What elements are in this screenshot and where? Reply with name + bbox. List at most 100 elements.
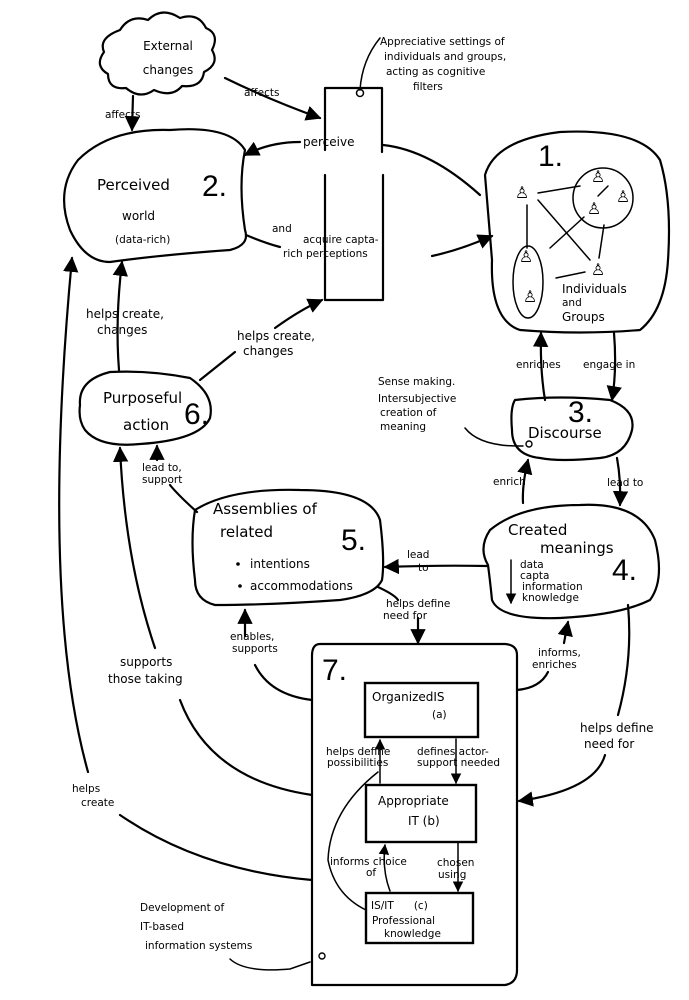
edge-meanings-enrich-discourse [517, 458, 533, 505]
individuals-line1: Individuals [562, 282, 627, 296]
person-icon: ♙ [519, 247, 533, 266]
label-affects-top: affects [244, 87, 280, 99]
node-4-created-meanings: Created meanings 4. data capta informati… [482, 503, 661, 620]
edge-assemblies-helps-define-top [376, 585, 400, 602]
discourse-label: Discourse [528, 424, 602, 442]
edge-action-creates-filter-high [273, 298, 324, 330]
created-meanings-line2: meanings [540, 539, 614, 557]
label-acquire-line3: rich perceptions [283, 248, 368, 260]
node-7-number: 7. [322, 654, 347, 687]
person-icon: ♙ [616, 187, 630, 206]
label-helps-create-bottom-2: create [81, 797, 114, 809]
sense-note-line1: Sense making. [378, 376, 455, 388]
dev-note-line3: information systems [145, 940, 252, 952]
hierarchy-information: information [522, 581, 583, 593]
person-icon: ♙ [587, 199, 601, 218]
bullet-icon [238, 584, 242, 588]
label-defines-actor-1: defines actor- [417, 746, 489, 758]
assemblies-line2: related [220, 523, 273, 541]
hierarchy-knowledge: knowledge [522, 592, 579, 604]
node-external-changes: External changes [98, 11, 217, 96]
label-enriches: enriches [516, 359, 561, 371]
edge-is-enables-assemblies-low [253, 663, 314, 702]
label-lead-to-support-line2: support [142, 474, 182, 486]
label-helps-create-left-line2: changes [97, 323, 147, 337]
label-lead-4-5-line1: lead [407, 549, 429, 561]
sense-note-line4: meaning [380, 421, 426, 433]
purposeful-action-line1: Purposeful [103, 389, 182, 407]
external-changes-line1: External [143, 39, 193, 53]
box-is-it-professional [364, 891, 475, 945]
edge-is-helps-create-world-high [58, 256, 90, 774]
label-helps-create-mid-line2: changes [243, 344, 293, 358]
node-3-discourse: 3. Discourse [510, 396, 634, 462]
node-6-number: 6. [184, 398, 209, 431]
label-helps-create-mid-line1: helps create, [237, 329, 315, 343]
edge-action-creates-filter-low [198, 350, 237, 382]
filter-note-line1: Appreciative settings of [380, 36, 505, 48]
label-acquire-and: and [272, 223, 292, 235]
dev-note-pointer-dot [318, 952, 326, 960]
created-meanings-line1: Created [508, 521, 567, 539]
edge-is-informs-meanings-high [557, 620, 573, 645]
edge-individuals-engage-discourse [606, 331, 622, 402]
label-informs-choice-1: informs choice [330, 856, 407, 868]
edge-meanings-helps-define-low [616, 603, 631, 717]
sense-note-pointer-dot [525, 440, 533, 448]
note-sense-making: Sense making. Intersubjective creation o… [378, 376, 533, 448]
sense-note-line3: creation of [380, 407, 437, 419]
is-it-line3: knowledge [384, 928, 441, 940]
edge-external-to-filter [223, 76, 322, 121]
edge-is-supports-action-low [178, 698, 314, 797]
edge-professional-informs-it [378, 843, 391, 892]
person-icon: ♙ [591, 260, 605, 279]
edge-acquire-right [430, 234, 494, 258]
group-circle-bottom [512, 245, 544, 319]
node-4-number: 4. [612, 554, 637, 587]
person-icons: ♙ ♙ ♙ ♙ ♙ ♙ ♙ [515, 167, 630, 306]
note-appreciative-settings: Appreciative settings of individuals and… [380, 36, 506, 93]
hierarchy-data: data [520, 559, 544, 571]
perceived-world-line2: world [122, 209, 155, 223]
label-enables-2: supports [232, 643, 278, 655]
node-7-is-development: 7. OrganizedIS (a) Appropriate IT (b) IS… [310, 642, 519, 987]
label-enrich: enrich [493, 476, 526, 488]
label-informs-1: informs, [538, 647, 581, 659]
label-enables-1: enables, [230, 631, 274, 643]
is-it-line2: Professional [372, 915, 435, 927]
edge-is-helps-create-world-low [118, 813, 314, 882]
label-helps-define-5-line1: helps define [386, 598, 450, 610]
is-it-line1: IS/IT (c) [371, 900, 428, 912]
person-icon: ♙ [591, 167, 605, 186]
bullet-intentions: intentions [250, 557, 310, 571]
edge-acquire-left [244, 233, 282, 249]
node-5-number: 5. [341, 524, 366, 557]
edge-perceive-left [243, 140, 302, 157]
label-supports-1: supports [120, 655, 172, 669]
label-helps-define-possibilities-2: possibilities [327, 757, 388, 769]
label-acquire-line2: acquire capta- [303, 234, 379, 246]
edge-discourse-enriches-individuals [532, 331, 549, 402]
edge-assemblies-lead-to-action-low [168, 483, 199, 514]
label-chosen-2: using [438, 869, 466, 881]
box-organized-is [363, 681, 480, 739]
edge-is-informs-meanings-low [515, 670, 550, 692]
filter-note-line3: acting as cognitive [386, 66, 485, 78]
label-helps-define-possibilities-1: helps define [326, 746, 390, 758]
node-1-number: 1. [538, 140, 563, 173]
label-engage-in: engage in [583, 359, 635, 371]
hierarchy-capta: capta [520, 570, 549, 582]
label-helps-define-5-line2: need for [383, 610, 428, 622]
purposeful-action-line2: action [123, 416, 169, 434]
edge-meanings-helps-define-high [517, 753, 607, 807]
label-helps-create-bottom-1: helps [72, 783, 100, 795]
node-2-perceived-world: Perceived 2. world (data-rich) [63, 128, 248, 264]
node-1-individuals-groups: 1. ♙ ♙ ♙ ♙ ♙ ♙ ♙ Individuals and Groups [483, 130, 671, 334]
cognitive-filter-box [323, 37, 385, 302]
dev-note-line2: IT-based [140, 921, 184, 933]
label-lead-to-support-line1: lead to, [142, 462, 182, 474]
node-6-purposeful-action: Purposeful action 6. [78, 370, 212, 446]
sense-note-line2: Intersubjective [378, 393, 456, 405]
edge-action-creates-perceived-world [112, 260, 128, 372]
edge-perceive-right [381, 143, 482, 197]
